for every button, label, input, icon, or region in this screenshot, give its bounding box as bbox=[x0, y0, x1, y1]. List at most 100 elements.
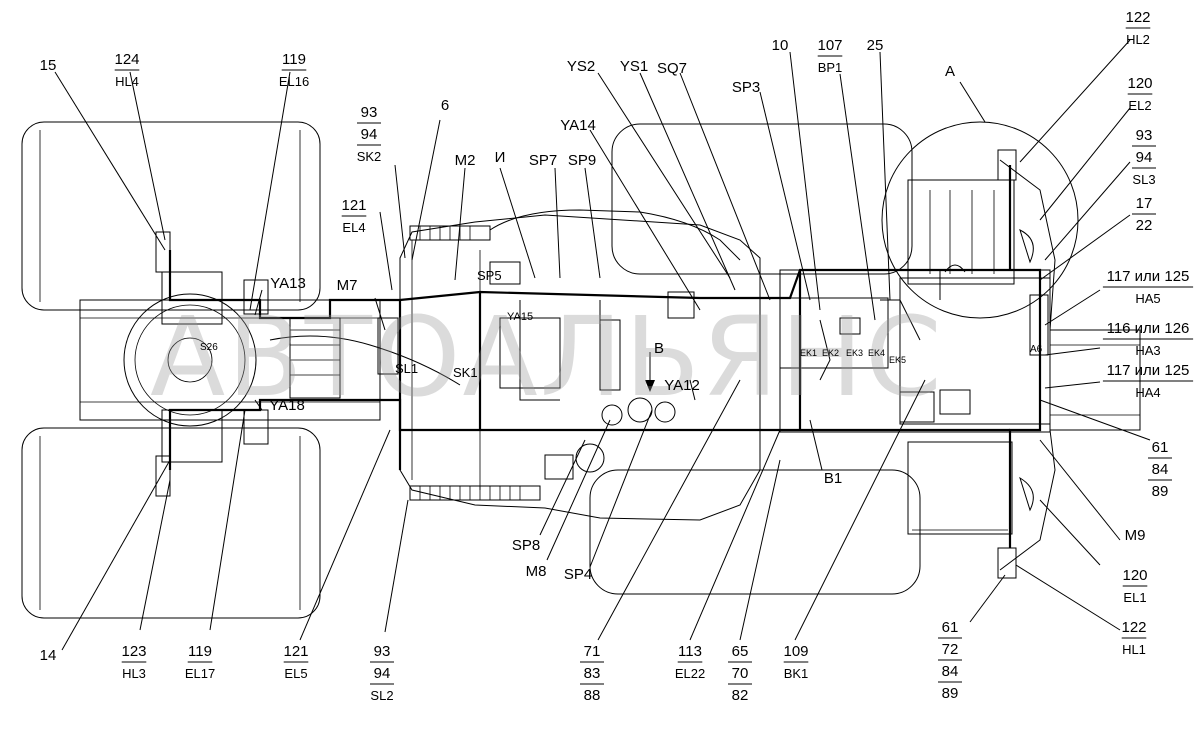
callout-61b-line-3: 89 bbox=[942, 685, 959, 702]
callout-61a: 61 84 89 bbox=[1148, 439, 1172, 500]
callout-m8: M8 bbox=[526, 563, 547, 580]
callout-113-line-0: 113 bbox=[678, 643, 702, 660]
callout-14-line-0: 14 bbox=[40, 647, 57, 664]
callout-ya13: YA13 bbox=[270, 275, 306, 292]
callout-121b-line-1: EL5 bbox=[284, 666, 307, 681]
callout-65: 65 70 82 bbox=[728, 643, 752, 704]
callout-m8-line-0: M8 bbox=[526, 563, 547, 580]
callout-93a-line-1: 94 bbox=[361, 126, 378, 143]
label-ya15-inner: YA15 bbox=[507, 311, 533, 323]
callout-121b-line-0: 121 bbox=[283, 643, 308, 660]
label-sl1-inner: SL1 bbox=[395, 361, 418, 376]
callout-120b-line-1: EL1 bbox=[1123, 590, 1146, 605]
callout-i: И bbox=[495, 149, 506, 166]
callout-ya12-line-0: YA12 bbox=[664, 377, 700, 394]
callout-10: 10 bbox=[772, 37, 789, 54]
callout-15-line-0: 15 bbox=[40, 57, 57, 74]
callout-65-line-2: 82 bbox=[732, 687, 749, 704]
callout-a: А bbox=[945, 63, 955, 80]
front-left-wheel bbox=[21, 121, 321, 311]
rear-right-wheel bbox=[589, 469, 921, 595]
callout-124-line-0: 124 bbox=[114, 51, 139, 68]
callout-61a-line-0: 61 bbox=[1152, 439, 1169, 456]
callout-113-line-1: EL22 bbox=[675, 666, 705, 681]
battery-box-bottom bbox=[907, 441, 1013, 535]
callout-93c-line-0: 93 bbox=[374, 643, 391, 660]
callout-107-line-0: 107 bbox=[817, 37, 842, 54]
callout-m2-line-0: M2 bbox=[455, 152, 476, 169]
callout-sq7-line-0: SQ7 bbox=[657, 60, 687, 77]
callout-17-line-0: 17 bbox=[1136, 195, 1153, 212]
callout-sp8-line-0: SP8 bbox=[512, 537, 540, 554]
callout-ys1-line-0: YS1 bbox=[620, 58, 648, 75]
callout-121a-line-1: EL4 bbox=[342, 220, 365, 235]
callout-65-line-0: 65 bbox=[732, 643, 749, 660]
callout-119b-line-1: EL17 bbox=[185, 666, 215, 681]
callout-i-line-0: И bbox=[495, 149, 506, 166]
callout-123-line-0: 123 bbox=[121, 643, 146, 660]
label-sk1-inner: SK1 bbox=[453, 365, 478, 380]
battery-box-top bbox=[907, 179, 1015, 285]
label-ek1: EK1 bbox=[800, 348, 817, 358]
callout-123-line-1: HL3 bbox=[122, 666, 146, 681]
callout-sp9-line-0: SP9 bbox=[568, 152, 596, 169]
callout-120b-line-0: 120 bbox=[1122, 567, 1147, 584]
callout-61a-line-1: 84 bbox=[1152, 461, 1169, 478]
callout-ya14: YA14 bbox=[560, 117, 596, 134]
callout-m2: M2 bbox=[455, 152, 476, 169]
callout-sp4-line-0: SP4 bbox=[564, 566, 592, 583]
callout-107-line-1: BP1 bbox=[818, 60, 843, 75]
callout-sp8: SP8 bbox=[512, 537, 540, 554]
callout-sp9: SP9 bbox=[568, 152, 596, 169]
callout-25: 25 bbox=[867, 37, 884, 54]
callout-109-line-1: BK1 bbox=[784, 666, 809, 681]
front-hub bbox=[123, 293, 257, 427]
callout-71-line-2: 88 bbox=[584, 687, 601, 704]
callout-sp3: SP3 bbox=[732, 79, 760, 96]
callout-119a-line-0: 119 bbox=[282, 51, 306, 68]
callout-116-line-1: HA3 bbox=[1135, 343, 1160, 358]
callout-65-line-1: 70 bbox=[732, 665, 749, 682]
callout-b1-line-0: B1 bbox=[824, 470, 842, 487]
callout-6: 6 bbox=[441, 97, 449, 114]
callout-sp7: SP7 bbox=[529, 152, 557, 169]
callout-61b-line-1: 72 bbox=[942, 641, 959, 658]
callout-122a-line-1: HL2 bbox=[1126, 32, 1150, 47]
callout-sq7: SQ7 bbox=[657, 60, 687, 77]
callout-14: 14 bbox=[40, 647, 57, 664]
inner-labels: S26 SL1 SK1 SP5 YA15 В EK1 EK2 EK3 EK4 E… bbox=[200, 268, 1043, 380]
label-ek3: EK3 bbox=[846, 348, 863, 358]
callout-120a-line-0: 120 bbox=[1127, 75, 1152, 92]
callout-117a-line-0: 117 или 125 bbox=[1107, 268, 1190, 285]
callout-117a-line-1: HA5 bbox=[1135, 291, 1160, 306]
callout-a-line-0: А bbox=[945, 63, 955, 80]
callout-61b-line-2: 84 bbox=[942, 663, 959, 680]
callout-sp7-line-0: SP7 bbox=[529, 152, 557, 169]
callout-m7: M7 bbox=[337, 277, 358, 294]
label-arrow-b: В bbox=[654, 340, 664, 357]
label-a6: A6 bbox=[1030, 344, 1043, 355]
lower-step bbox=[409, 485, 541, 501]
label-ek2: EK2 bbox=[822, 348, 839, 358]
callout-61a-line-2: 89 bbox=[1152, 483, 1169, 500]
label-sp5-inner: SP5 bbox=[477, 268, 502, 283]
callout-ya14-line-0: YA14 bbox=[560, 117, 596, 134]
callout-ys1: YS1 bbox=[620, 58, 648, 75]
callout-122b-line-0: 122 bbox=[1121, 619, 1146, 636]
